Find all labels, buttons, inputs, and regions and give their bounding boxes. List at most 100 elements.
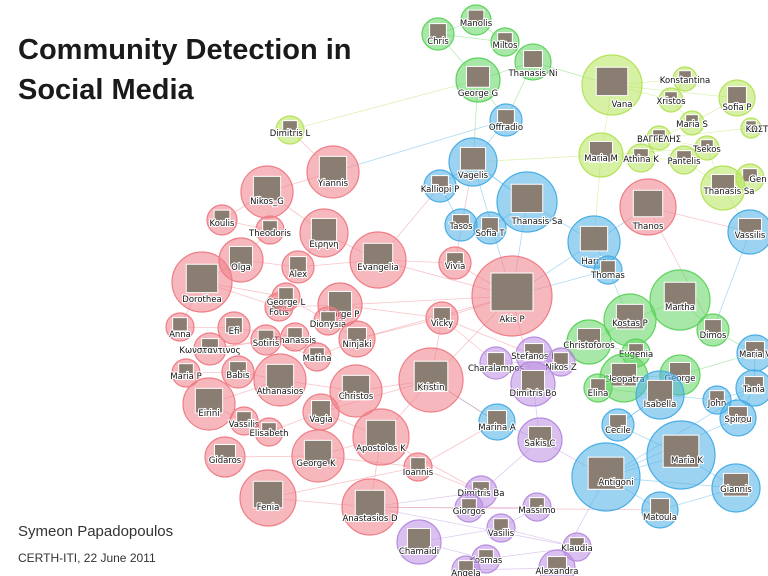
user-node[interactable]: Manolis bbox=[459, 4, 494, 36]
user-node[interactable]: Dimos bbox=[696, 313, 730, 347]
user-node[interactable]: Ειρηνη bbox=[299, 208, 349, 258]
user-node[interactable]: Ioannis bbox=[402, 452, 435, 482]
user-node[interactable]: Massimo bbox=[517, 492, 557, 522]
user-node[interactable]: Isabella bbox=[635, 370, 685, 420]
user-node[interactable]: Theodoris bbox=[247, 215, 293, 245]
user-node[interactable]: Κωνσταντινος bbox=[178, 332, 242, 366]
user-node[interactable]: Vana bbox=[581, 54, 643, 116]
user-node[interactable]: Thanasis Sa bbox=[496, 171, 564, 233]
user-node[interactable]: Athina K bbox=[622, 143, 660, 173]
user-node[interactable]: Miltos bbox=[490, 27, 520, 57]
user-node[interactable]: Marina A bbox=[477, 403, 517, 441]
user-node[interactable]: Klaudia bbox=[560, 532, 594, 562]
user-node[interactable]: Matoula bbox=[641, 491, 679, 529]
user-node[interactable]: Elisabeth bbox=[248, 417, 290, 447]
user-node[interactable]: Dimitris L bbox=[269, 115, 312, 145]
user-node[interactable]: Fenia bbox=[239, 469, 297, 527]
node-label: Athina K bbox=[623, 155, 659, 165]
user-node[interactable]: Thanassis bbox=[272, 322, 318, 352]
user-node[interactable]: Dionysia bbox=[309, 306, 347, 336]
user-node[interactable]: Thanos bbox=[619, 178, 677, 236]
user-node[interactable]: Pantelis bbox=[666, 145, 702, 175]
user-node[interactable]: Spirou bbox=[719, 399, 757, 437]
user-node[interactable]: Matina bbox=[301, 342, 333, 372]
user-node[interactable]: Sakis C bbox=[517, 417, 563, 463]
user-node[interactable]: Anna bbox=[165, 312, 195, 342]
user-node[interactable]: Sofia P bbox=[718, 79, 756, 117]
user-node[interactable]: Vagelis bbox=[448, 137, 498, 187]
user-node[interactable]: Dorothea bbox=[171, 251, 233, 313]
user-node[interactable]: ΒΑΓΓΕΛΗΣ bbox=[636, 125, 682, 151]
user-node[interactable]: Sofia T bbox=[473, 211, 507, 245]
node-label: Akis P bbox=[499, 315, 524, 325]
user-node[interactable]: Vassilis bbox=[228, 406, 261, 436]
user-node[interactable]: Apostolos K bbox=[352, 408, 410, 466]
user-node[interactable]: Charalampos bbox=[467, 346, 526, 380]
user-node[interactable]: Athanasios bbox=[253, 353, 307, 407]
user-node[interactable]: Christos bbox=[329, 364, 383, 418]
user-node[interactable]: Tasos bbox=[444, 208, 478, 242]
user-node[interactable]: Thanasis Ni bbox=[506, 43, 559, 81]
user-node[interactable]: Giannis bbox=[711, 463, 761, 513]
user-node[interactable]: Akis P bbox=[471, 255, 553, 337]
avatar-thumbnail bbox=[662, 434, 700, 468]
user-node[interactable]: Xristos bbox=[655, 87, 687, 113]
node-label: Maria K bbox=[671, 456, 703, 466]
node-label: George L bbox=[267, 298, 306, 308]
user-node[interactable]: Kostas P bbox=[603, 293, 657, 347]
user-node[interactable]: Thomas bbox=[589, 255, 627, 285]
node-label: Elina bbox=[588, 389, 609, 399]
user-node[interactable]: George K bbox=[291, 429, 345, 483]
user-node[interactable]: Cecile bbox=[601, 408, 635, 442]
user-node[interactable]: Vicky bbox=[425, 301, 459, 335]
user-node[interactable]: Chris bbox=[421, 17, 455, 51]
user-node[interactable]: Maria M bbox=[578, 132, 624, 178]
avatar-thumbnail bbox=[472, 481, 490, 498]
user-node[interactable]: Martha bbox=[649, 269, 711, 331]
user-node[interactable]: Koulis bbox=[206, 204, 238, 236]
user-node[interactable]: Maria K bbox=[646, 420, 716, 490]
user-node[interactable]: Thanasis Sa bbox=[700, 165, 756, 211]
user-node[interactable]: Offradio bbox=[488, 103, 524, 137]
user-node[interactable]: Kristin bbox=[398, 347, 464, 413]
user-node[interactable]: Vassilis bbox=[727, 209, 768, 255]
user-node[interactable]: Elina bbox=[583, 373, 613, 403]
user-node[interactable]: Harris bbox=[567, 215, 621, 269]
user-node[interactable]: Tania bbox=[735, 369, 768, 407]
user-node[interactable]: Gidaros bbox=[204, 436, 246, 478]
user-node[interactable]: Konstantina bbox=[659, 66, 711, 92]
user-node[interactable]: Vasilis bbox=[486, 513, 516, 543]
user-node[interactable]: Angela bbox=[450, 555, 482, 576]
user-node[interactable]: Maria V bbox=[736, 334, 768, 372]
user-node[interactable]: Antigoni bbox=[571, 442, 641, 512]
slide-title: Community Detection in Social Media bbox=[18, 30, 398, 110]
user-node[interactable]: Maria P bbox=[169, 358, 203, 388]
user-node[interactable]: George L bbox=[266, 282, 307, 312]
user-node[interactable]: Maria S bbox=[675, 110, 709, 136]
user-node[interactable]: Efi bbox=[217, 311, 251, 345]
user-node[interactable]: Dimitris Bo bbox=[508, 361, 558, 407]
avatar-thumbnail bbox=[709, 390, 725, 405]
user-node[interactable]: Babis bbox=[221, 355, 255, 389]
user-node[interactable]: Yiannis bbox=[306, 145, 360, 199]
user-node[interactable]: Nikos Z bbox=[544, 347, 578, 377]
user-node[interactable]: Nikos_G bbox=[240, 165, 294, 219]
user-node[interactable]: Eirini bbox=[182, 377, 236, 431]
user-node[interactable]: Kalliopi P bbox=[420, 169, 460, 203]
user-node[interactable]: Vivia bbox=[438, 246, 472, 280]
user-node[interactable]: Anastasios D bbox=[341, 478, 399, 536]
user-node[interactable]: Ninjaki bbox=[338, 320, 376, 358]
user-node[interactable]: Tsekos bbox=[691, 135, 723, 161]
user-node[interactable]: Giorgos bbox=[452, 493, 487, 523]
user-node[interactable]: Alex bbox=[281, 250, 315, 284]
user-node[interactable]: George G bbox=[455, 57, 501, 103]
node-label: Maria P bbox=[170, 372, 201, 382]
user-node[interactable]: Chamaidi bbox=[396, 519, 442, 565]
user-node[interactable]: Alexandra bbox=[534, 549, 580, 576]
user-node[interactable]: Sotiris bbox=[250, 324, 282, 356]
user-node[interactable]: Vagia bbox=[302, 393, 340, 431]
user-node[interactable]: Christoforos bbox=[562, 319, 616, 365]
user-node[interactable]: Evangelia bbox=[349, 231, 407, 289]
user-node[interactable]: Olga bbox=[218, 237, 264, 283]
user-node[interactable]: ΚΩΣΤ bbox=[740, 117, 768, 139]
